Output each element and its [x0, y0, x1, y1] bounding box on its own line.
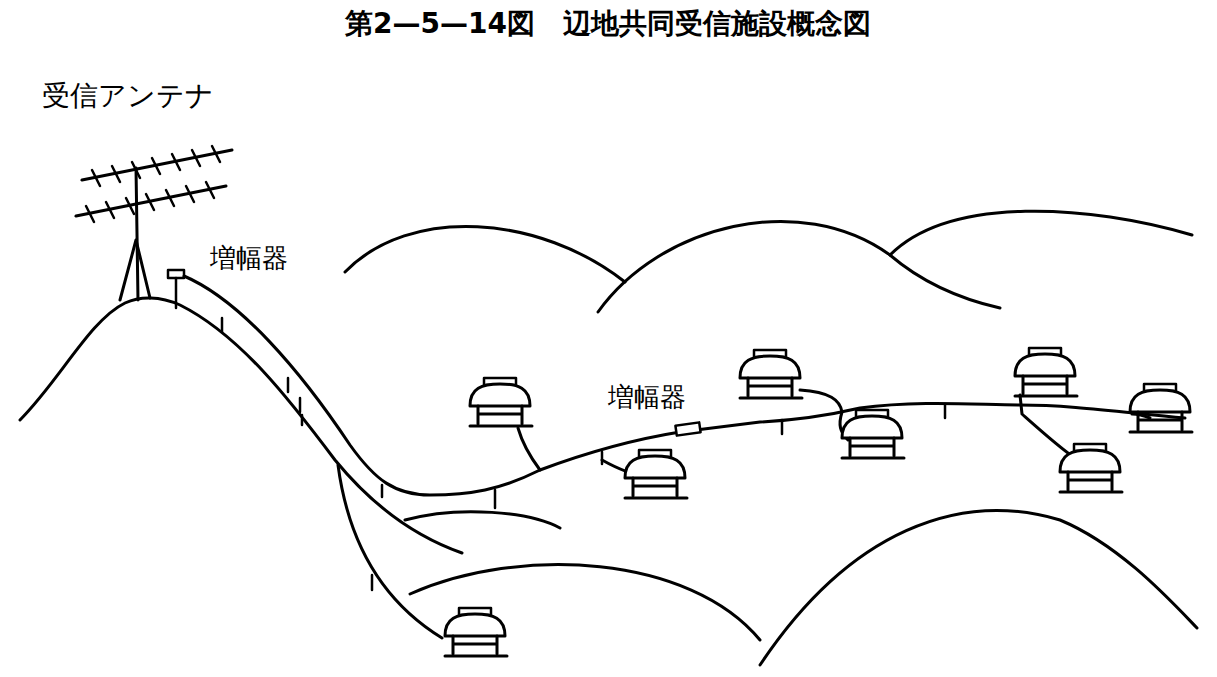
figure-title: 第2—5—14図 辺地共同受信施設概念図 [343, 8, 873, 40]
amplifier-label: 増幅器 [606, 383, 688, 413]
antenna-label: 受信アンテナ [40, 80, 216, 112]
amplifier-label: 増幅器 [208, 244, 290, 274]
